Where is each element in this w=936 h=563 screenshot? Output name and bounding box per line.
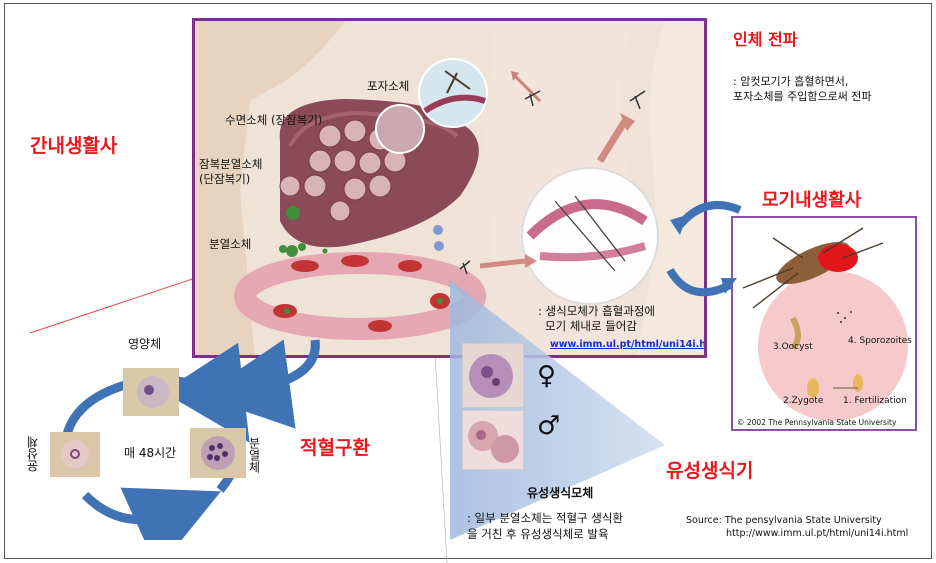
- rbc-cycle-diagram: [30, 320, 330, 540]
- gametocyte-desc-1: : 일부 분열소체는 적혈구 생식환: [467, 511, 623, 526]
- male-gametocyte-image: [462, 410, 524, 470]
- title-human-transmission: 인체 전파: [733, 26, 797, 50]
- gametocyte-label: 유성생식모체: [527, 486, 593, 501]
- title-sexual-stage: 유성생식기: [666, 456, 753, 483]
- gametocyte-desc-2: 을 거친 후 유성생식체로 발육: [467, 527, 609, 542]
- source-line1: Source: The pensylvania State University: [686, 515, 882, 526]
- mosquito-cycle-panel: 3.Oocyst 4. Sporozoites 2.Zygote 1. Fert…: [731, 216, 917, 431]
- title-liver-stage: 간내생활사: [30, 131, 117, 158]
- ring-image: [50, 432, 100, 477]
- mosquito-copyright: © 2002 The Pennsylvania State University: [737, 418, 896, 427]
- label-zygote: 2.Zygote: [783, 396, 823, 406]
- label-oocyst: 3.Oocyst: [773, 342, 813, 352]
- label-hypnozoite: 수면소체 (장잠복기): [225, 113, 322, 128]
- title-mosquito-stage: 모기내생활사: [762, 186, 861, 212]
- label-merozoite: 분열소체: [209, 237, 251, 252]
- label-ring: 윤상체: [26, 436, 41, 472]
- label-schizont: 분열체: [246, 437, 261, 473]
- label-trophozoite: 영양체: [128, 337, 161, 352]
- label-fertilization: 1. Fertilization: [843, 396, 907, 406]
- label-cycle-time: 매 48시간: [124, 446, 176, 461]
- transmission-desc-2: 포자소체를 주입함으로써 전파: [733, 90, 872, 104]
- label-latent-schizont-1: 잠복분열소체: [199, 157, 262, 172]
- label-sporozoite: 포자소체: [367, 79, 409, 94]
- transmission-desc-1: : 암컷모기가 흡혈하면서,: [733, 75, 848, 89]
- female-gametocyte-image: [462, 343, 524, 408]
- schizont-image: [190, 428, 246, 478]
- trophozoite-image: [123, 368, 179, 416]
- label-latent-schizont-2: (단잠복기): [199, 172, 250, 187]
- female-symbol: ♀: [537, 362, 556, 390]
- mosquito-cycle-arrows: [655, 190, 750, 310]
- male-symbol: ♂: [537, 412, 560, 440]
- source-line2: http://www.imm.ul.pt/html/uni14i.html: [726, 528, 908, 539]
- label-sporozoites: 4. Sporozoites: [848, 336, 912, 346]
